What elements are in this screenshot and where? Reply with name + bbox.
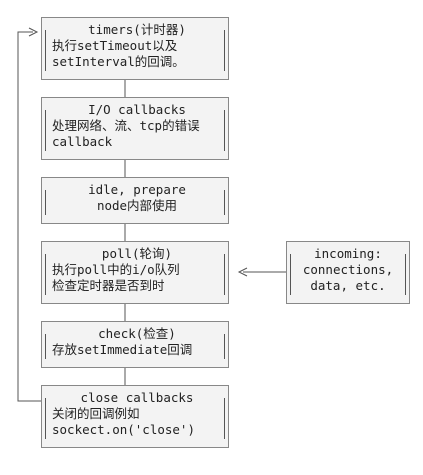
incoming-box: incoming: connections, data, etc.: [286, 241, 410, 304]
phase-title: I/O callbacks: [88, 102, 186, 117]
loop-back-line: [17, 31, 41, 402]
phase-check: check(检查) 存放setImmediate回调: [41, 321, 229, 368]
incoming-line: connections,: [302, 262, 394, 277]
loop-back-arrowhead: [28, 27, 39, 37]
phase-io-callbacks: I/O callbacks 处理网络、流、tcp的错误 callback: [41, 97, 229, 160]
incoming-line: data, etc.: [310, 278, 386, 293]
phase-line: 存放setImmediate回调: [52, 342, 193, 357]
phase-line: 检查定时器是否到时: [52, 278, 165, 293]
phase-line: setInterval的回调。: [52, 54, 185, 69]
phase-idle-prepare: idle, prepare node内部使用: [41, 177, 229, 224]
phase-close-callbacks: close callbacks 关闭的回调例如 sockect.on('clos…: [41, 385, 229, 448]
phase-title: timers(计时器): [88, 22, 186, 37]
phase-line: 处理网络、流、tcp的错误: [52, 118, 200, 133]
phase-title: close callbacks: [80, 390, 194, 405]
phase-line: 关闭的回调例如: [52, 406, 140, 421]
phase-line: sockect.on('close'): [52, 422, 195, 437]
phase-line: 执行poll中的i/o队列: [52, 262, 180, 277]
phase-line: callback: [52, 134, 113, 149]
incoming-line: incoming:: [314, 246, 382, 261]
phase-line: node内部使用: [96, 198, 178, 213]
phase-poll: poll(轮询) 执行poll中的i/o队列 检查定时器是否到时: [41, 241, 229, 304]
phase-line: 执行setTimeout以及: [52, 38, 178, 53]
phase-title: idle, prepare: [88, 182, 186, 197]
phase-title: check(检查): [98, 326, 176, 341]
phase-timers: timers(计时器) 执行setTimeout以及 setInterval的回…: [41, 17, 229, 80]
phase-title: poll(轮询): [101, 246, 173, 261]
incoming-arrowhead: [237, 267, 248, 277]
